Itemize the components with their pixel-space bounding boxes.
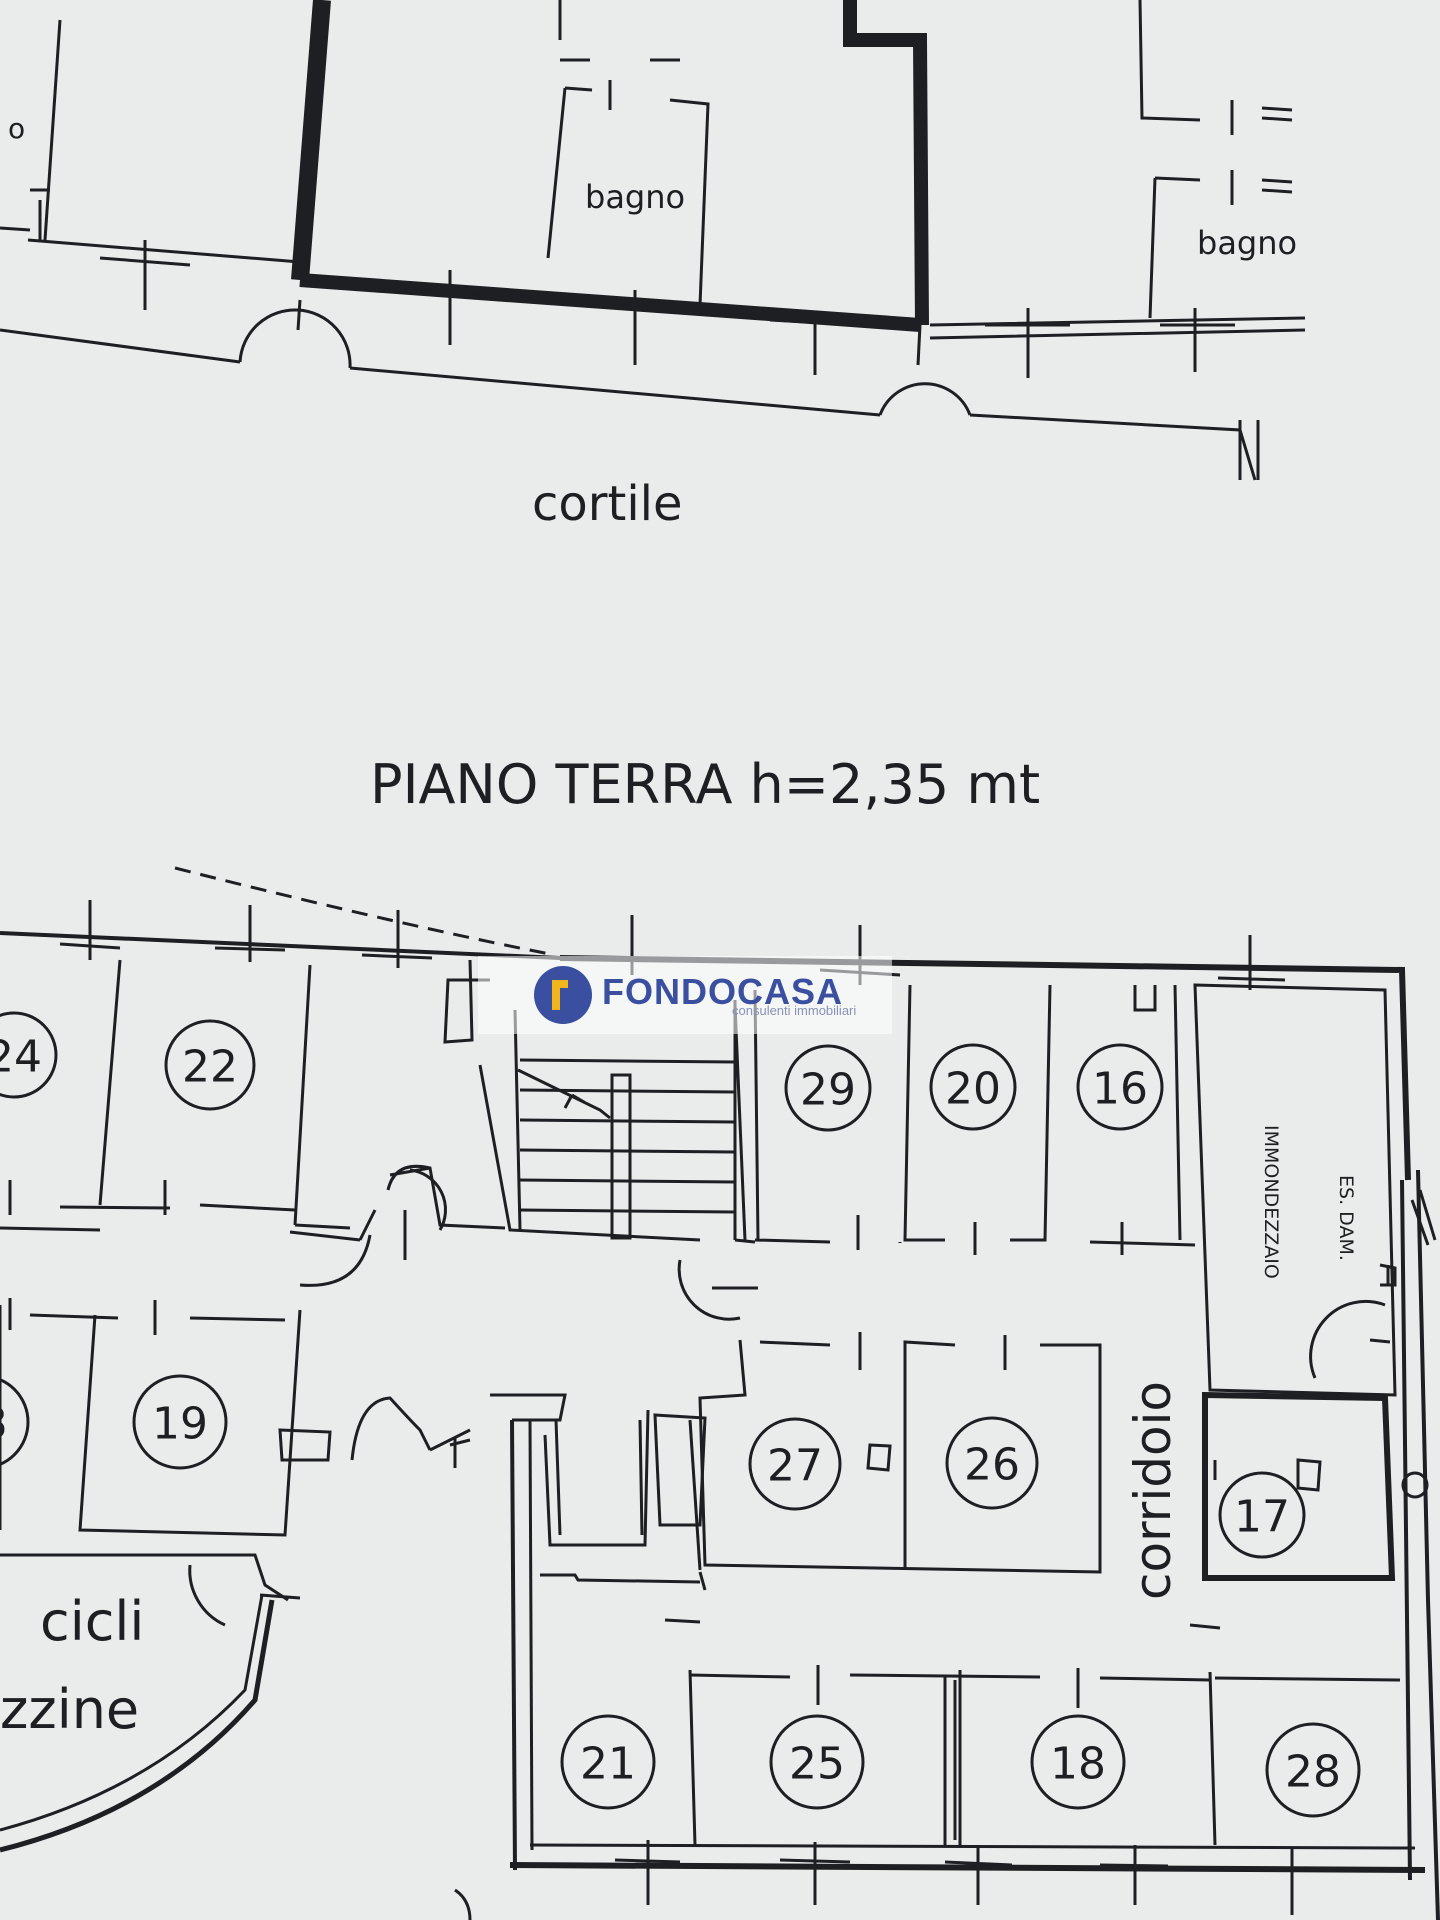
fondocasa-logo-icon bbox=[534, 966, 592, 1024]
unit-19-label: 19 bbox=[152, 1399, 208, 1450]
unit-24-marker bbox=[0, 1011, 58, 1099]
corridor-label: corridoio bbox=[1124, 1381, 1182, 1600]
unit-24-label: 24 bbox=[0, 1032, 42, 1083]
unit-16-label: 16 bbox=[1092, 1064, 1148, 1115]
unit-28-marker bbox=[1265, 1722, 1361, 1818]
unit-25-label: 25 bbox=[789, 1739, 845, 1790]
unit-27-marker bbox=[748, 1417, 842, 1511]
watermark: FONDOCASA consulenti immobiliari bbox=[478, 956, 892, 1034]
unit-21-marker bbox=[560, 1714, 656, 1810]
unit-16-marker bbox=[1076, 1043, 1164, 1131]
upper-bathroom-1-label: bagno bbox=[585, 178, 685, 216]
unit-21-label: 21 bbox=[580, 1739, 636, 1790]
bike-room-label: cicli bbox=[40, 1590, 144, 1653]
unit-29-marker bbox=[784, 1044, 872, 1132]
unit-22-marker bbox=[164, 1019, 256, 1111]
unit-3-marker bbox=[0, 1378, 30, 1466]
unit-18-marker bbox=[1030, 1714, 1126, 1810]
unit-26-label: 26 bbox=[964, 1440, 1020, 1491]
electric-room-label: ES. DAM. bbox=[1335, 1175, 1357, 1261]
upper-bathroom-2-label: bagno bbox=[1197, 224, 1297, 262]
unit-3-label: 3 bbox=[0, 1399, 8, 1450]
unit-17-marker bbox=[1218, 1471, 1306, 1559]
watermark-brand: FONDOCASA bbox=[602, 970, 843, 1012]
unit-27-label: 27 bbox=[767, 1441, 823, 1492]
unit-29-label: 29 bbox=[800, 1065, 856, 1116]
unit-18-label: 18 bbox=[1050, 1739, 1106, 1790]
unit-17-label: 17 bbox=[1234, 1492, 1290, 1543]
unit-28-label: 28 bbox=[1285, 1747, 1341, 1798]
watermark-tagline: consulenti immobiliari bbox=[732, 1002, 857, 1018]
unit-19-marker bbox=[132, 1374, 228, 1470]
unit-20-label: 20 bbox=[945, 1064, 1001, 1115]
unit-25-marker bbox=[769, 1714, 865, 1810]
unit-26-marker bbox=[945, 1416, 1039, 1510]
courtyard-label: cortile bbox=[532, 476, 683, 532]
upper-room-label: o bbox=[8, 112, 25, 145]
garbage-room-label: IMMONDEZZAIO bbox=[1260, 1125, 1282, 1279]
unit-22-label: 22 bbox=[182, 1042, 238, 1093]
storage-room-label: zzine bbox=[0, 1678, 139, 1741]
unit-20-marker bbox=[929, 1043, 1017, 1131]
ground-floor-title: PIANO TERRA h=2,35 mt bbox=[370, 753, 1040, 816]
